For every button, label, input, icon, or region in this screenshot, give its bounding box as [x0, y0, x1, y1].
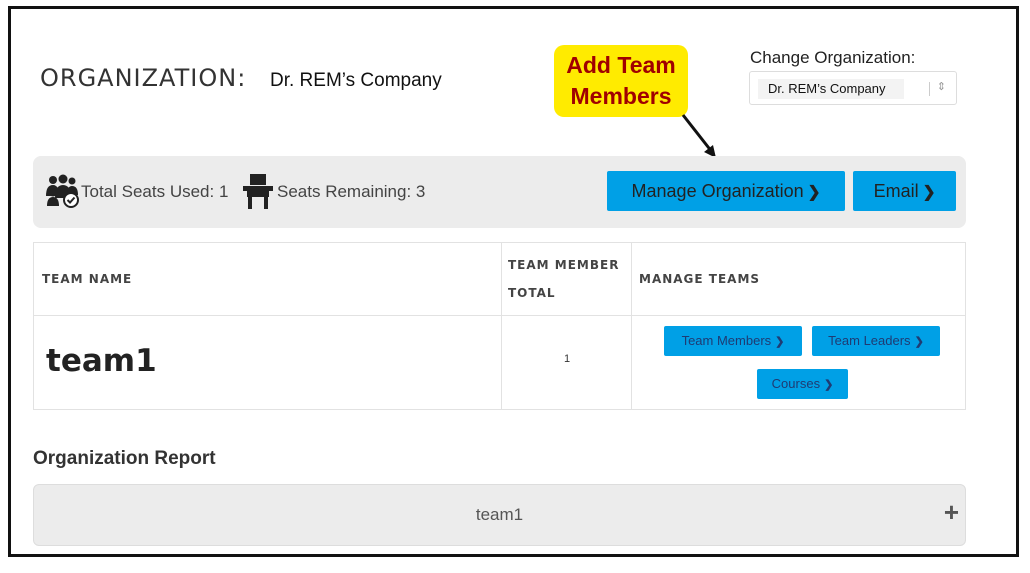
seats-remaining-text: Seats Remaining: 3	[277, 182, 426, 201]
report-item-label: team1	[475, 505, 524, 524]
manage-organization-button[interactable]: Manage Organization❯	[607, 171, 845, 211]
team-name-cell: team1	[46, 343, 157, 379]
teams-table: TEAM NAME TEAM MEMBER TOTAL MANAGE TEAMS…	[33, 242, 966, 410]
organization-report-title: Organization Report	[33, 448, 216, 469]
chevron-right-icon: ❯	[807, 184, 821, 201]
group-check-icon	[46, 174, 79, 208]
courses-label: Courses	[771, 376, 821, 391]
select-divider	[929, 82, 930, 96]
team-members-button[interactable]: Team Members❯	[664, 326, 802, 356]
change-organization-label: Change Organization:	[750, 48, 916, 67]
column-divider	[501, 243, 502, 409]
header-manage-teams: MANAGE TEAMS	[639, 272, 761, 286]
header-member-total-line2: TOTAL	[508, 286, 556, 300]
header-member-total-line1: TEAM MEMBER	[508, 258, 620, 272]
screenshot-frame	[8, 6, 1019, 557]
callout-line-2: Members	[570, 83, 672, 109]
chevron-right-icon: ❯	[775, 336, 785, 348]
organization-name: Dr. REM’s Company	[270, 70, 442, 91]
select-caret-icon: ⇕	[936, 81, 946, 93]
school-desk-icon	[243, 174, 273, 209]
plus-icon[interactable]: +	[943, 497, 959, 527]
chevron-right-icon: ❯	[824, 379, 834, 391]
organization-select-value: Dr. REM’s Company	[758, 79, 904, 99]
team-leaders-button[interactable]: Team Leaders❯	[812, 326, 940, 356]
member-total-cell: 1	[564, 353, 571, 365]
seats-used-text: Total Seats Used: 1	[81, 182, 229, 201]
courses-button[interactable]: Courses❯	[757, 369, 848, 399]
organization-select[interactable]: Dr. REM’s Company ⇕	[749, 71, 957, 105]
manage-organization-label: Manage Organization	[631, 181, 804, 201]
email-label: Email	[873, 181, 919, 201]
callout-arrow-icon	[681, 114, 716, 158]
report-accordion-item[interactable]: team1 +	[33, 484, 966, 546]
header-team-name: TEAM NAME	[42, 272, 133, 286]
row-divider	[34, 315, 965, 316]
email-button[interactable]: Email❯	[853, 171, 956, 211]
team-members-label: Team Members	[681, 333, 772, 348]
team-leaders-label: Team Leaders	[828, 333, 911, 348]
column-divider	[631, 243, 632, 409]
chevron-right-icon: ❯	[922, 184, 936, 201]
add-team-members-callout: Add Team Members	[554, 45, 688, 117]
chevron-right-icon: ❯	[914, 336, 924, 348]
page-title: ORGANIZATION:	[40, 64, 247, 92]
callout-line-1: Add Team	[566, 52, 676, 78]
